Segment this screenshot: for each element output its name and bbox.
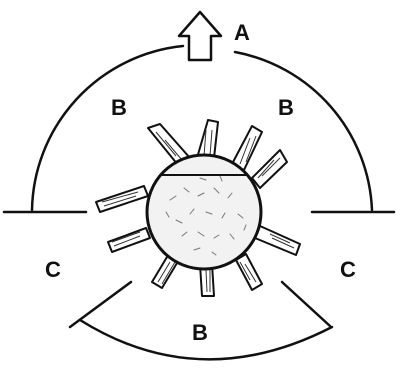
label-c-right: C — [340, 259, 356, 281]
bottom-right-edge — [282, 282, 330, 326]
label-b-upper-left: B — [111, 97, 127, 119]
label-b-bottom: B — [192, 322, 208, 344]
label-c-left: C — [45, 259, 61, 281]
cell-body — [147, 155, 261, 269]
up-arrow-icon — [179, 12, 221, 60]
label-a: A — [234, 22, 250, 44]
label-b-upper-right: B — [278, 97, 294, 119]
